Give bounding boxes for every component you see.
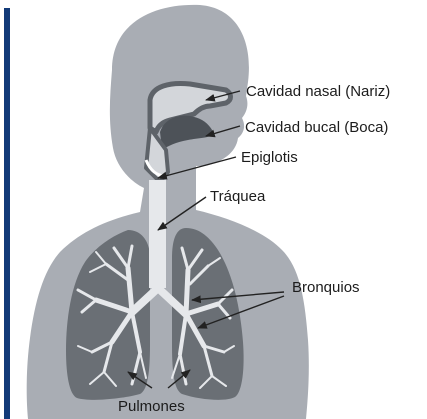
- label-trachea: Tráquea: [210, 188, 266, 205]
- label-lungs: Pulmones: [118, 398, 185, 415]
- label-oral-cavity: Cavidad bucal (Boca): [245, 119, 388, 136]
- accent-bar: [4, 8, 10, 419]
- label-nasal-cavity: Cavidad nasal (Nariz): [246, 83, 390, 100]
- label-epiglottis: Epiglotis: [241, 149, 298, 166]
- trachea: [149, 180, 166, 288]
- label-bronchi: Bronquios: [292, 279, 360, 296]
